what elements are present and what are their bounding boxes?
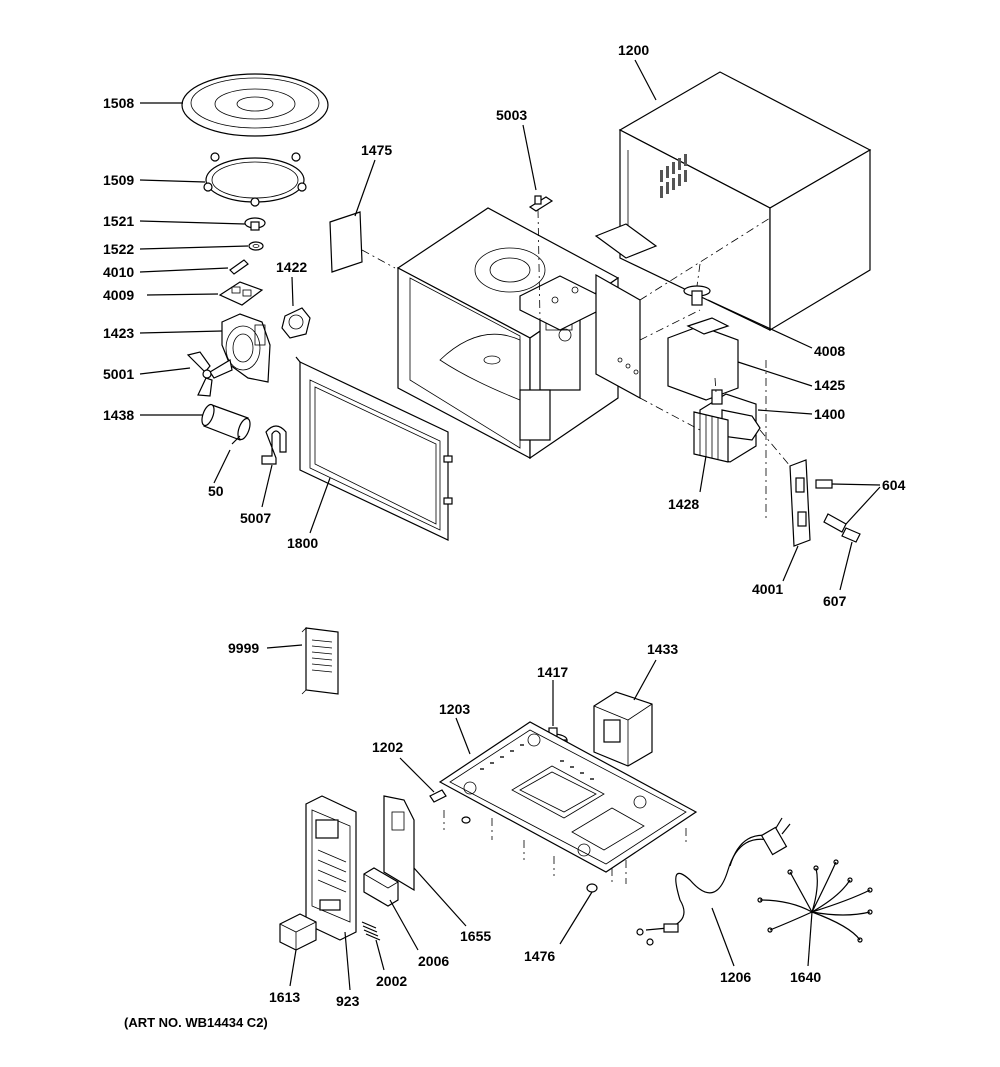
label-1423: 1423 [103,325,134,341]
part-1433-transformer [593,691,653,767]
label-1400: 1400 [814,406,845,422]
label-2002: 2002 [376,973,407,989]
label-1438: 1438 [103,407,134,423]
label-1206: 1206 [720,969,751,985]
label-1613: 1613 [269,989,300,1005]
label-1202: 1202 [372,739,403,755]
label-2006: 2006 [418,953,449,969]
part-1425-diode-cover [667,317,739,401]
label-50: 50 [208,483,224,499]
art-number: (ART NO. WB14434 C2) [124,1015,268,1030]
part-1613-button [279,913,317,951]
label-4008: 4008 [814,343,845,359]
label-5001: 5001 [103,366,134,382]
label-1203: 1203 [439,701,470,717]
label-1655: 1655 [460,928,491,944]
part-4009-board [218,281,264,306]
part-1655-control-board [383,795,415,892]
part-1521-coupler [244,217,266,231]
label-5003: 5003 [496,107,527,123]
label-1508: 1508 [103,95,134,111]
label-1417: 1417 [537,664,568,680]
label-607: 607 [823,593,847,609]
part-923-control-panel [305,795,357,941]
label-5007: 5007 [240,510,271,526]
label-1800: 1800 [287,535,318,551]
label-1521: 1521 [103,213,134,229]
part-1475-cover [329,211,363,273]
label-9999: 9999 [228,640,259,656]
label-4009: 4009 [103,287,134,303]
part-5001-fan-blade [186,351,233,397]
part-1200-outer-case [618,71,872,332]
part-9999-manual [301,627,339,695]
part-1202-hinge [429,789,447,803]
part-1438-capacitor [201,403,251,445]
part-1508-turntable-tray [181,73,329,137]
label-1509: 1509 [103,172,134,188]
label-604: 604 [882,477,906,493]
part-4010-thermal-cutout [229,259,249,275]
part-1509-roller-ring [203,152,307,207]
part-2002-spring [361,921,381,941]
part-5007-bracket [261,425,287,465]
label-1522: 1522 [103,241,134,257]
part-1203-base-plate [438,721,698,873]
part-1423-fan-housing [221,313,271,383]
part-4001-latch-board [789,459,811,547]
label-4001: 4001 [752,581,783,597]
label-1200: 1200 [618,42,649,58]
label-1422: 1422 [276,259,307,275]
part-1522-washer [248,241,264,251]
part-607-switch [841,527,861,543]
label-1475: 1475 [361,142,392,158]
part-1800-door [295,356,453,541]
part-plate [594,223,658,259]
part-cavity [396,207,641,460]
label-1428: 1428 [668,496,699,512]
part-1640-wire-harness [757,859,873,943]
part-2006-latch [363,867,399,907]
part-screws [443,810,687,893]
part-604-switches [815,479,847,533]
part-1428-transformer [693,411,729,463]
label-1476: 1476 [524,948,555,964]
label-1433: 1433 [647,641,678,657]
part-1422-motor [281,307,311,339]
part-1206-power-cord [636,817,791,946]
part-4008-fuse [683,285,711,306]
label-4010: 4010 [103,264,134,280]
part-5003-stirrer-support [528,195,554,212]
label-923: 923 [336,993,360,1009]
label-1640: 1640 [790,969,821,985]
label-1425: 1425 [814,377,845,393]
